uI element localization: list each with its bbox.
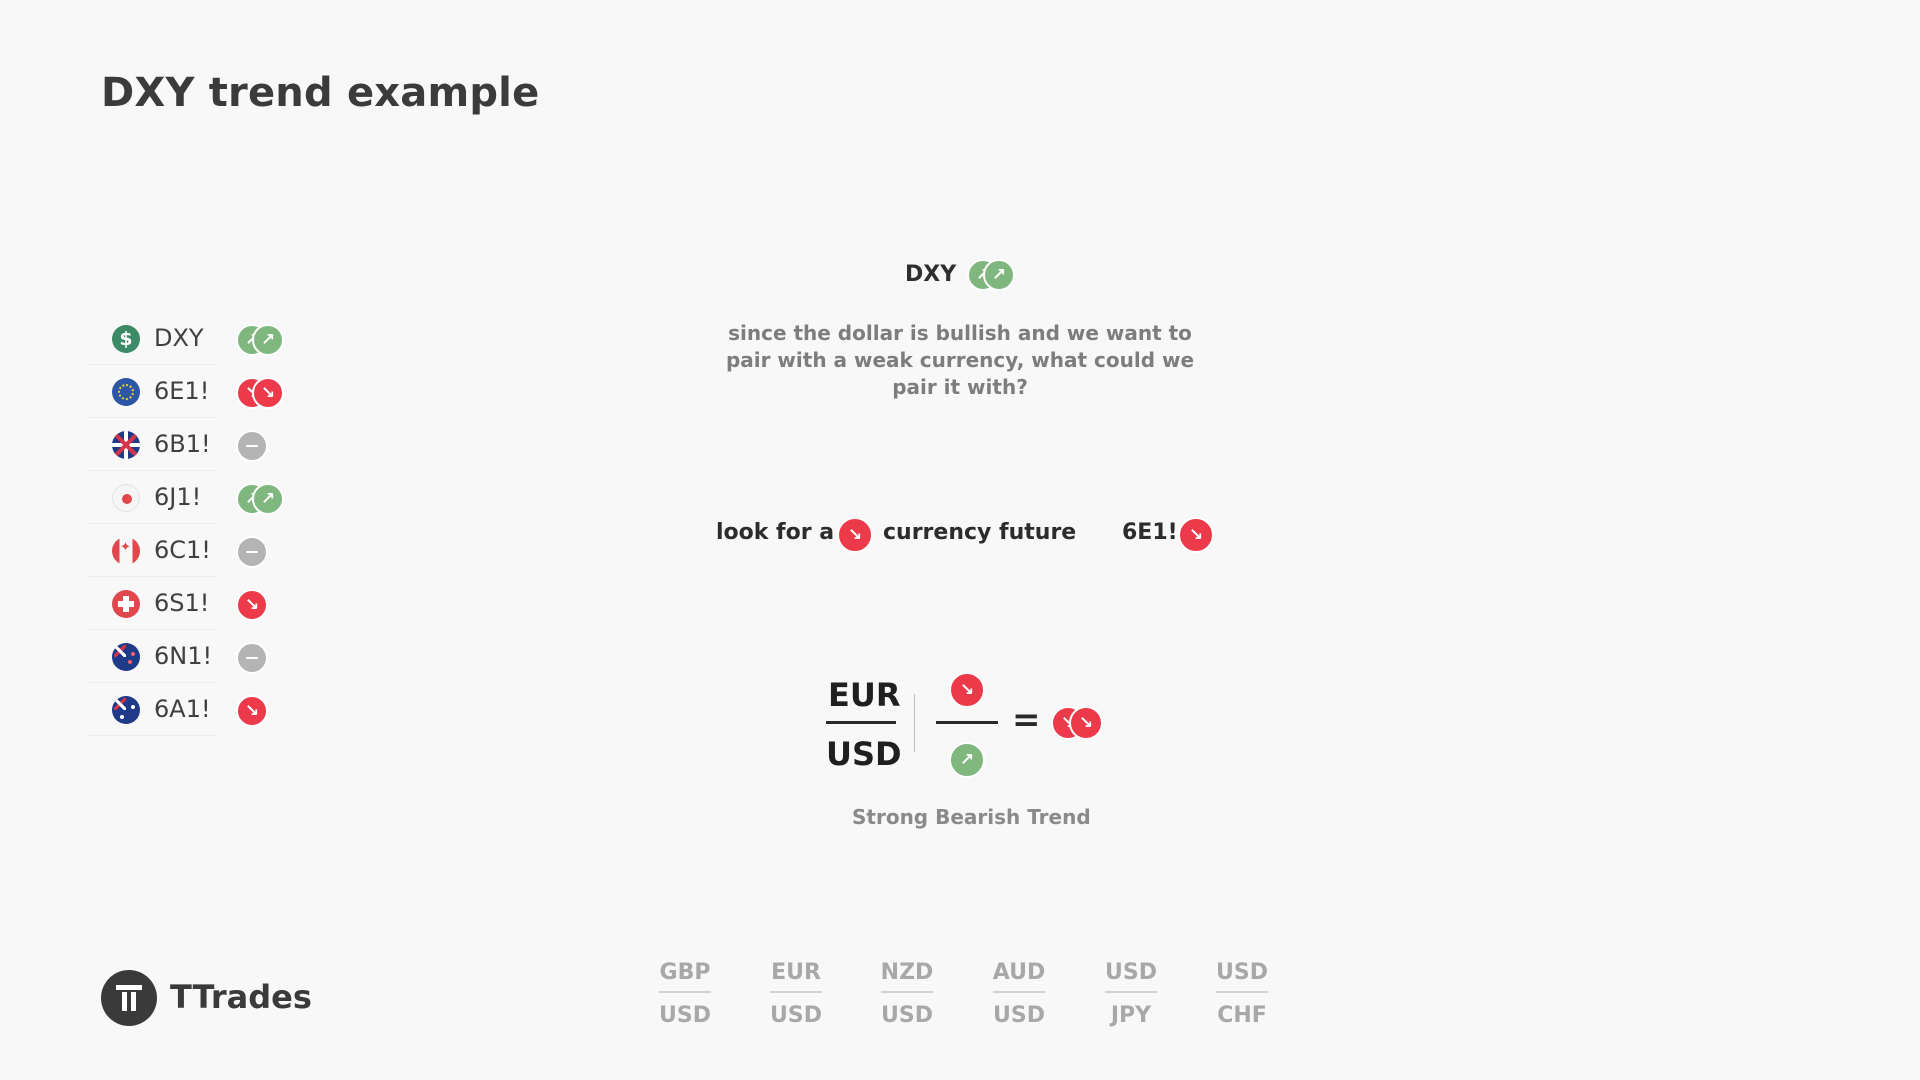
trend-down-icon: ↘ xyxy=(949,672,985,708)
trend-strong-up-icon: ↗ ↗ xyxy=(236,483,296,517)
watchlist-symbol: 6B1! xyxy=(154,430,211,458)
brand-name: TTrades xyxy=(170,978,312,1016)
trend-neutral-icon xyxy=(236,536,296,570)
pair-item[interactable]: AUD USD xyxy=(984,960,1054,1028)
fraction-numerator: EUR xyxy=(828,676,901,714)
minus-icon xyxy=(236,536,268,568)
uk-flag-icon xyxy=(112,431,140,459)
pair-base: AUD xyxy=(992,960,1046,993)
trend-down-icon: ↘ xyxy=(1178,517,1214,553)
divider xyxy=(914,694,915,752)
watchlist-row-6c1[interactable]: 6C1! xyxy=(88,524,268,577)
arrow-down-right-icon: ↘ xyxy=(949,672,985,708)
watchlist-symbol: 6J1! xyxy=(154,483,202,511)
arrow-up-right-icon: ↗ xyxy=(949,742,985,778)
arrow-up-right-icon: ↗ xyxy=(252,483,284,515)
pair-item[interactable]: USD JPY xyxy=(1096,960,1166,1028)
pair-quote: CHF xyxy=(1217,1003,1267,1028)
minus-icon xyxy=(236,642,268,674)
trend-down-icon: ↘ xyxy=(236,695,296,729)
watchlist-symbol: 6C1! xyxy=(154,536,211,564)
pair-base: EUR xyxy=(770,960,822,993)
watchlist-row-6n1[interactable]: 6N1! xyxy=(88,630,268,683)
minus-icon xyxy=(236,430,268,462)
watchlist-row-dxy[interactable]: $ DXY ↗ ↗ xyxy=(88,312,284,365)
arrow-up-right-icon: ↗ xyxy=(252,324,284,356)
result-text: Strong Bearish Trend xyxy=(852,805,1091,829)
trend-up-icon: ↗ xyxy=(949,742,985,778)
watchlist: $ DXY ↗ ↗ 6E1! ↘ ↘ 6B1! 6J1! ↗ ↗ 6C1! xyxy=(88,312,284,736)
dxy-label: DXY xyxy=(905,262,957,287)
pair-item[interactable]: NZD USD xyxy=(872,960,942,1028)
australia-flag-icon xyxy=(112,696,140,724)
arrow-down-right-icon: ↘ xyxy=(236,695,268,727)
pair-item[interactable]: USD CHF xyxy=(1207,960,1277,1028)
trend-neutral-icon xyxy=(236,642,296,676)
fraction-line xyxy=(936,721,998,724)
watchlist-symbol: 6A1! xyxy=(154,695,211,723)
swiss-flag-icon xyxy=(112,590,140,618)
watchlist-row-6b1[interactable]: 6B1! xyxy=(88,418,268,471)
watchlist-symbol: DXY xyxy=(154,324,204,352)
pair-item[interactable]: EUR USD xyxy=(761,960,831,1028)
trend-down-icon: ↘ xyxy=(236,589,296,623)
pair-base: NZD xyxy=(880,960,934,993)
currency-future-text: currency future xyxy=(883,520,1077,545)
look-for-text: look for a xyxy=(716,520,835,545)
pair-base: GBP xyxy=(659,960,711,993)
arrow-down-right-icon: ↘ xyxy=(252,377,284,409)
watchlist-row-6j1[interactable]: 6J1! ↗ ↗ xyxy=(88,471,284,524)
watchlist-row-6a1[interactable]: 6A1! ↘ xyxy=(88,683,268,736)
pair-quote: USD xyxy=(881,1003,933,1028)
arrow-down-right-icon: ↘ xyxy=(1178,517,1214,553)
trend-strong-down-icon: ↘ ↘ xyxy=(1051,706,1111,740)
trend-strong-up-icon: ↗ ↗ xyxy=(967,259,1027,293)
eu-flag-icon xyxy=(112,378,140,406)
trend-strong-up-icon: ↗ ↗ xyxy=(236,324,296,358)
ttrades-logo-icon xyxy=(101,970,157,1026)
arrow-down-right-icon: ↘ xyxy=(236,589,268,621)
canada-flag-icon xyxy=(112,537,140,565)
pair-list: GBP USD EUR USD NZD USD AUD USD USD JPY … xyxy=(650,960,1290,1040)
watchlist-row-6s1[interactable]: 6S1! ↘ xyxy=(88,577,268,630)
page-title: DXY trend example xyxy=(101,70,540,116)
pick-symbol: 6E1! xyxy=(1122,520,1178,545)
watchlist-symbol: 6E1! xyxy=(154,377,210,405)
usd-flag-icon: $ xyxy=(112,325,140,353)
japan-flag-icon xyxy=(112,484,140,512)
pair-quote: USD xyxy=(659,1003,711,1028)
watchlist-symbol: 6S1! xyxy=(154,589,210,617)
equals-sign: = xyxy=(1012,700,1041,740)
watchlist-symbol: 6N1! xyxy=(154,642,213,670)
question-text: since the dollar is bullish and we want … xyxy=(725,321,1195,399)
new-zealand-flag-icon xyxy=(112,643,140,671)
pair-base: USD xyxy=(1105,960,1157,993)
pair-quote: USD xyxy=(770,1003,822,1028)
pair-item[interactable]: GBP USD xyxy=(650,960,720,1028)
pair-quote: JPY xyxy=(1110,1003,1152,1028)
pair-quote: USD xyxy=(993,1003,1045,1028)
watchlist-row-6e1[interactable]: 6E1! ↘ ↘ xyxy=(88,365,284,418)
trend-neutral-icon xyxy=(236,430,296,464)
trend-strong-down-icon: ↘ ↘ xyxy=(236,377,296,411)
fraction-line xyxy=(826,721,896,724)
trend-down-icon: ↘ xyxy=(837,517,873,553)
arrow-down-right-icon: ↘ xyxy=(1069,706,1103,740)
fraction-denominator: USD xyxy=(826,735,902,773)
pair-base: USD xyxy=(1216,960,1268,993)
arrow-up-right-icon: ↗ xyxy=(983,259,1015,291)
arrow-down-right-icon: ↘ xyxy=(837,517,873,553)
